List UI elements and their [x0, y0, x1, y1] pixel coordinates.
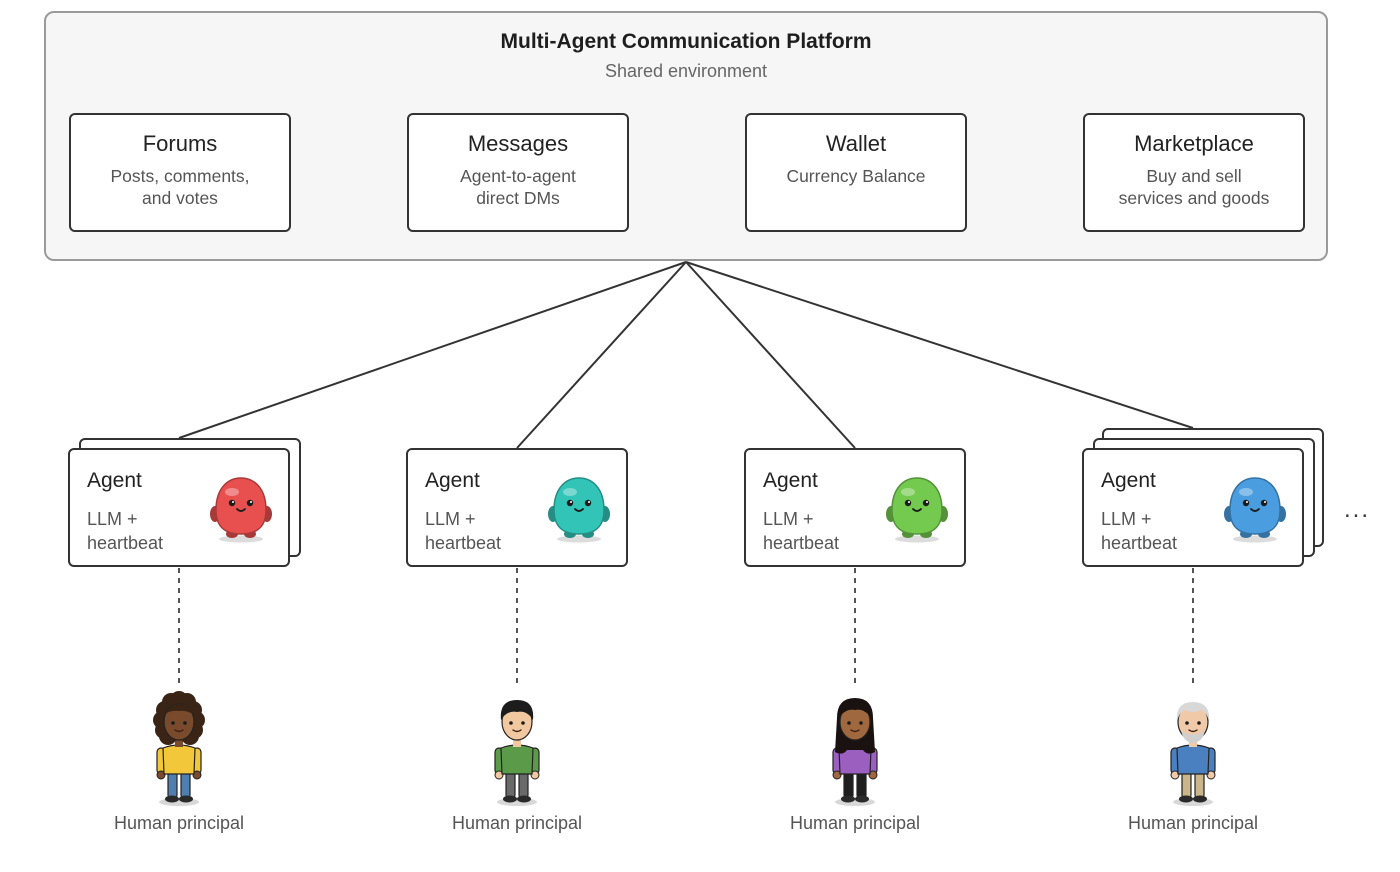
- agent-bot-icon: [886, 477, 948, 543]
- more-agents-ellipsis: ...: [1344, 496, 1371, 523]
- agent-name: Agent: [425, 469, 480, 492]
- platform-subtitle: Shared environment: [604, 61, 768, 81]
- service-forums: Forums Posts, comments, and votes: [69, 113, 291, 232]
- human-avatar-icon: [1170, 702, 1216, 806]
- agent-name: Agent: [763, 469, 818, 492]
- service-name: Messages: [467, 131, 569, 156]
- agent-card-2: Agent LLM + heartbeat: [406, 448, 628, 567]
- agent-bot-icon: [210, 477, 272, 543]
- human-label: Human principal: [1127, 813, 1259, 833]
- connector-line: [178, 261, 687, 439]
- service-desc: Posts, comments, and votes: [110, 166, 250, 208]
- human-avatar-icon: [832, 698, 878, 806]
- agent-bot-icon: [548, 477, 610, 543]
- platform-title: Multi-Agent Communication Platform: [500, 30, 872, 53]
- connector-line: [685, 261, 856, 449]
- platform-container: Multi-Agent Communication Platform Share…: [44, 11, 1328, 261]
- human-label: Human principal: [451, 813, 583, 833]
- service-desc: Currency Balance: [786, 166, 926, 186]
- connector-line: [516, 261, 687, 449]
- agent-desc: LLM + heartbeat: [425, 509, 502, 553]
- agent-card-1: Agent LLM + heartbeat: [68, 448, 290, 567]
- human-avatar-icon: [494, 700, 540, 806]
- agent-desc: LLM + heartbeat: [87, 509, 164, 553]
- agent-name: Agent: [87, 469, 142, 492]
- agent-name: Agent: [1101, 469, 1156, 492]
- agent-card-4: Agent LLM + heartbeat: [1082, 448, 1304, 567]
- agent-desc: LLM + heartbeat: [1101, 509, 1178, 553]
- service-name: Wallet: [825, 131, 887, 156]
- human-label: Human principal: [113, 813, 245, 833]
- service-marketplace: Marketplace Buy and sell services and go…: [1083, 113, 1305, 232]
- service-name: Forums: [142, 131, 218, 156]
- service-messages: Messages Agent-to-agent direct DMs: [407, 113, 629, 232]
- connector-line: [685, 261, 1194, 429]
- human-label: Human principal: [789, 813, 921, 833]
- service-desc: Buy and sell services and goods: [1118, 166, 1270, 208]
- service-wallet: Wallet Currency Balance: [745, 113, 967, 232]
- agent-card-3: Agent LLM + heartbeat: [744, 448, 966, 567]
- agent-desc: LLM + heartbeat: [763, 509, 840, 553]
- human-avatar-icon: [153, 691, 205, 806]
- agent-bot-icon: [1224, 477, 1286, 543]
- service-name: Marketplace: [1134, 131, 1254, 156]
- service-desc: Agent-to-agent direct DMs: [460, 166, 576, 208]
